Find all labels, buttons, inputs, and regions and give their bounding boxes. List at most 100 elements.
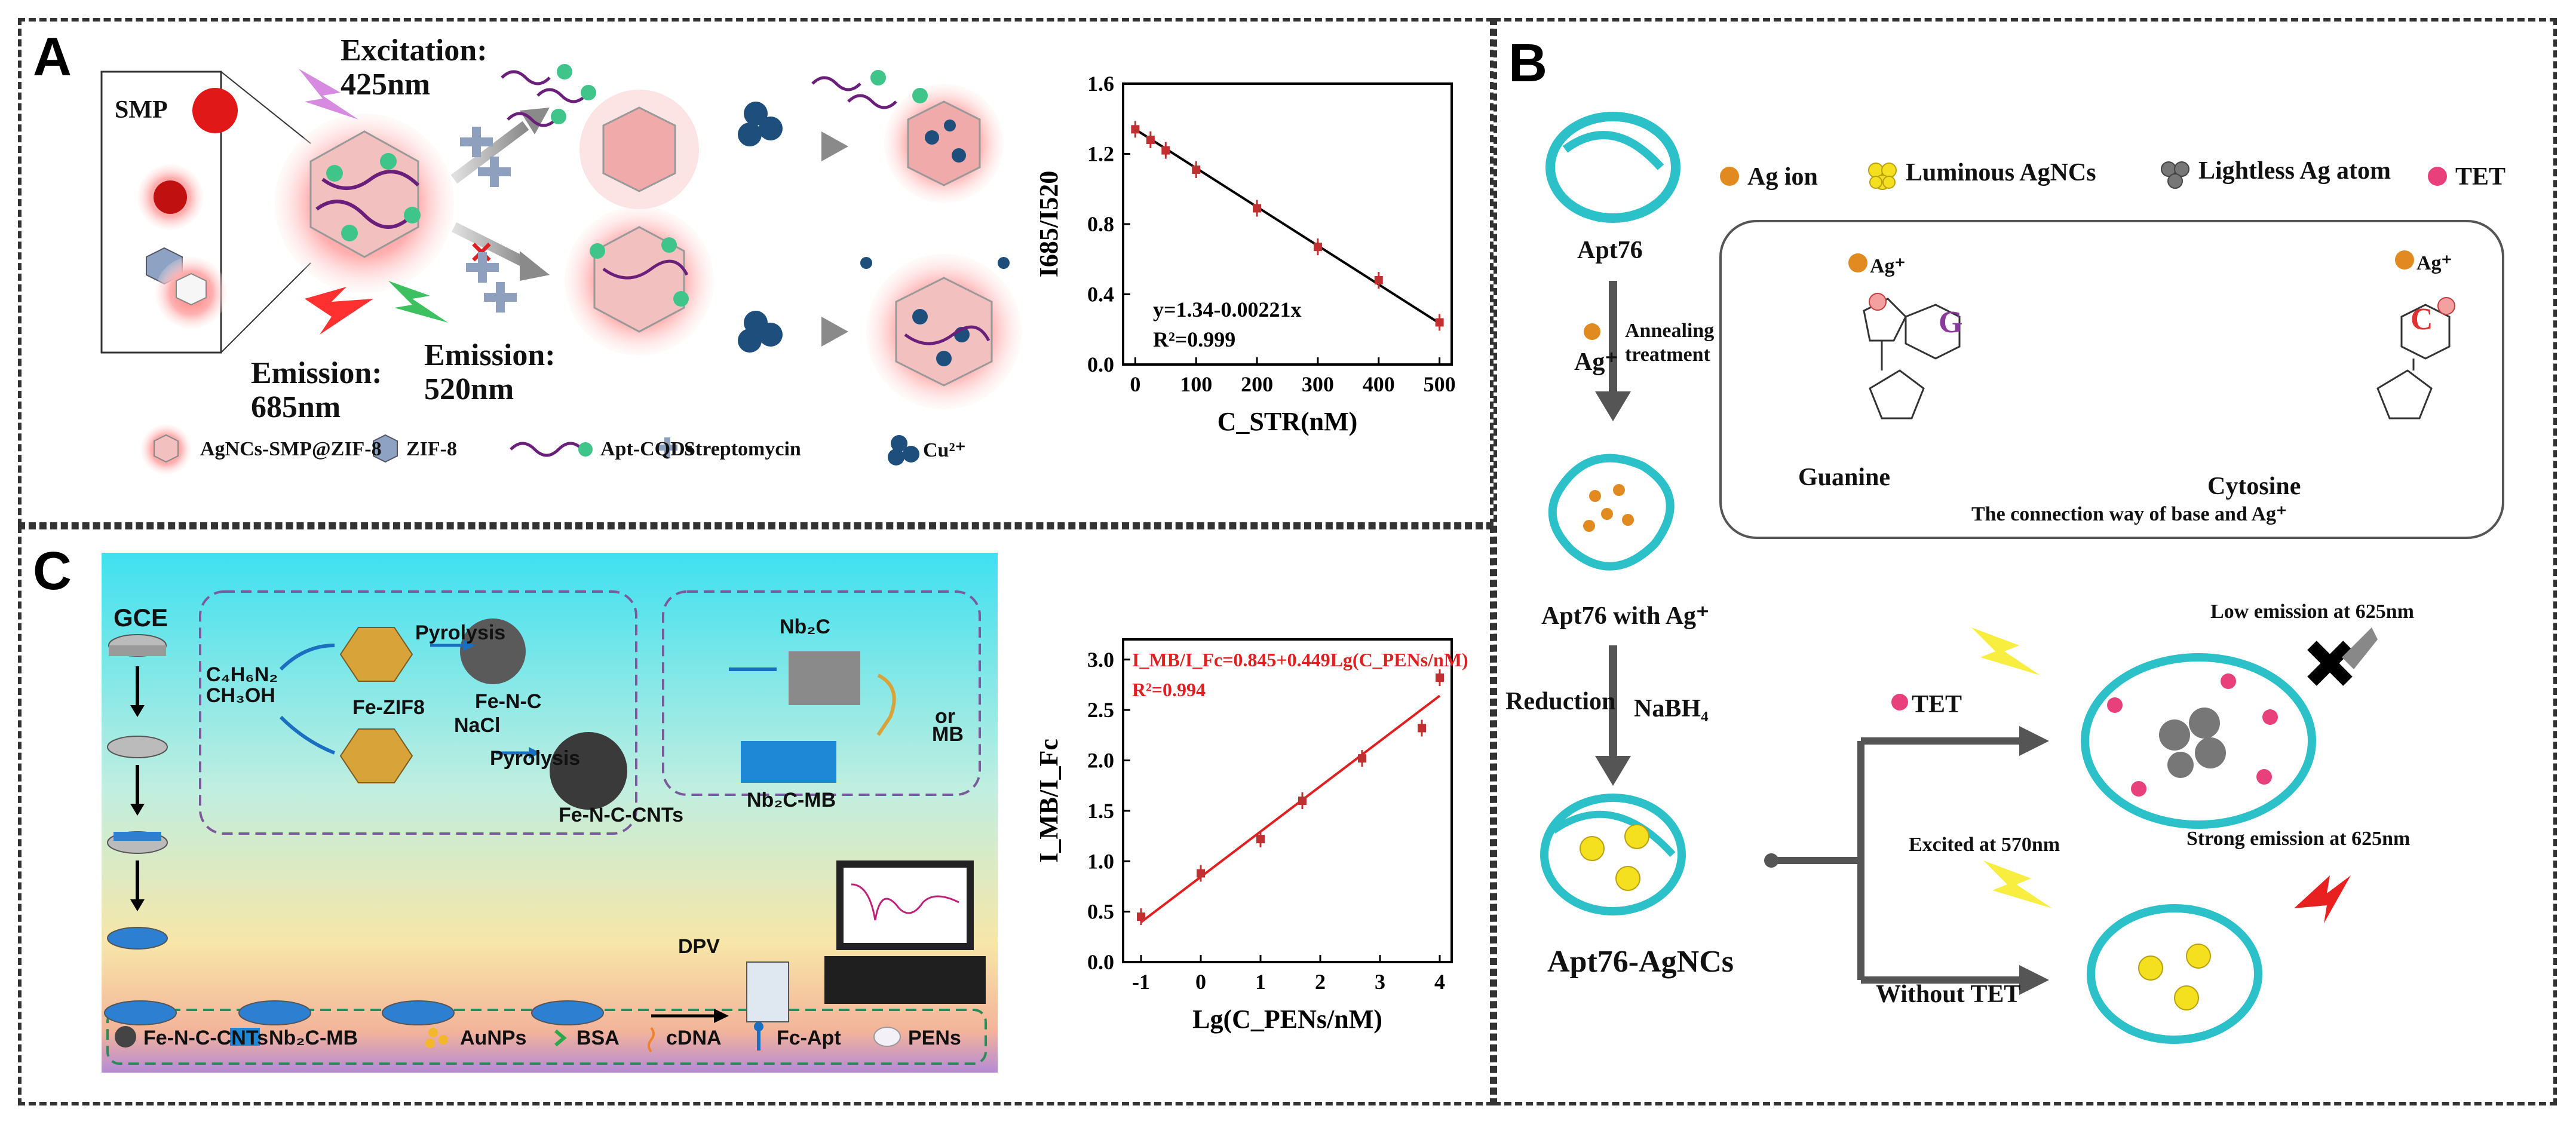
y-tick-label: 0.0 <box>1087 353 1114 376</box>
annealing-label-2: treatment <box>1625 344 1710 366</box>
without-tet-label: Without TET <box>1876 981 2021 1008</box>
fit-line <box>1134 128 1440 324</box>
y-tick-label: 1.0 <box>1087 849 1114 873</box>
y-tick-label: 1.6 <box>1087 72 1114 96</box>
legend-a-streptomycin: Streptomycin <box>684 438 801 460</box>
legend-c-fc-apt: Fc-Apt <box>777 1027 841 1049</box>
data-point <box>1435 318 1444 327</box>
panel-b-label: B <box>1508 33 1547 93</box>
data-point <box>1313 243 1322 252</box>
fe-zif8-label: Fe-ZIF8 <box>352 696 425 719</box>
legend-a-cu: Cu²⁺ <box>923 439 966 461</box>
x-tick-label: 0 <box>1130 372 1140 396</box>
reduction-label: Reduction <box>1505 688 1616 715</box>
legend-c-aunps: AuNPs <box>460 1027 527 1049</box>
excitation-label-2: 425nm <box>341 68 431 102</box>
chart-annotation: y=1.34-0.00221x <box>1153 298 1302 321</box>
data-point <box>1418 724 1426 733</box>
chart-annotation: I_MB/I_Fc=0.845+0.449Lg(C_PENs/nM) <box>1132 649 1468 670</box>
panel-a-label: A <box>33 27 72 87</box>
x-tick-label: -1 <box>1132 970 1150 994</box>
emission-520-label-2: 520nm <box>424 372 514 406</box>
panel-a-frame <box>18 18 1494 526</box>
legend-a-agncs: AgNCs-SMP@ZIF-8 <box>200 438 382 460</box>
panel-b-illustration <box>1540 112 2504 1044</box>
pyrolysis-label-2: Pyrolysis <box>490 747 581 770</box>
cytosine-label: Cytosine <box>2207 473 2301 500</box>
reagent1-label: C₄H₆N₂ <box>206 663 278 686</box>
x-tick-label: 3 <box>1375 970 1385 994</box>
smp-label: SMP <box>115 96 168 124</box>
legend-b-tet: TET <box>2455 163 2506 191</box>
ag-label-cytosine: Ag⁺ <box>2416 252 2452 274</box>
y-axis-label: I685/I520 <box>1034 171 1063 277</box>
apt76-agncs-label: Apt76-AgNCs <box>1547 945 1734 979</box>
data-point <box>1131 125 1140 134</box>
legend-b-lightless-ag: Lightless Ag atom <box>2198 157 2391 185</box>
legend-a-zif8: ZIF-8 <box>406 438 457 460</box>
fit-line <box>1140 694 1441 923</box>
low-emission-label: Low emission at 625nm <box>2210 601 2414 623</box>
guanine-label: Guanine <box>1798 464 1891 491</box>
mb-label: MB <box>932 723 964 746</box>
fe-n-c-label: Fe-N-C <box>475 690 542 713</box>
gce-label: GCE <box>114 604 168 632</box>
panel-c-label: C <box>33 541 72 601</box>
fe-n-c-cnts-label: Fe-N-C-CNTs <box>559 804 684 826</box>
y-tick-label: 0.0 <box>1087 950 1114 974</box>
y-tick-label: 3.0 <box>1087 648 1114 672</box>
legend-c-pens: PENs <box>908 1027 961 1049</box>
x-tick-label: 400 <box>1363 372 1395 396</box>
legend-c-fe-n-c-cnts: Fe-N-C-CNTs <box>143 1027 269 1049</box>
base-g-label: G <box>1939 305 1963 339</box>
emission-685-label-1: Emission: <box>251 356 382 390</box>
x-tick-label: 200 <box>1241 372 1273 396</box>
nb2c-label: Nb₂C <box>780 615 830 638</box>
plot-frame <box>1122 82 1453 366</box>
excited-label: Excited at 570nm <box>1909 834 2060 856</box>
x-axis-label: C_STR(nM) <box>1218 407 1358 436</box>
y-tick-label: 2.5 <box>1087 698 1114 722</box>
excitation-label-1: Excitation: <box>341 33 487 68</box>
legend-b-luminous-agncs: Luminous AgNCs <box>1906 159 2096 186</box>
data-point <box>1137 912 1145 921</box>
x-tick-label: 1 <box>1255 970 1266 994</box>
apt76-with-ag-label: Apt76 with Ag⁺ <box>1541 602 1710 630</box>
x-tick-label: 0 <box>1195 970 1206 994</box>
legend-c-nb2c-mb: Nb₂C-MB <box>269 1027 358 1049</box>
x-tick-label: 100 <box>1180 372 1212 396</box>
connection-caption: The connection way of base and Ag⁺ <box>1971 503 2287 525</box>
panel-a-illustration: ✕ <box>100 64 1022 474</box>
pyrolysis-label-1: Pyrolysis <box>415 621 506 644</box>
data-point <box>1256 835 1265 844</box>
data-point <box>1298 797 1307 805</box>
x-tick-label: 500 <box>1424 372 1456 396</box>
nacl-label: NaCl <box>454 714 501 737</box>
emission-520-label-1: Emission: <box>424 338 556 372</box>
x-tick-label: 300 <box>1302 372 1334 396</box>
or-label: or <box>935 705 955 728</box>
emission-685-label-2: 685nm <box>251 390 341 424</box>
data-point <box>1197 869 1205 878</box>
reagent2-label: CH₃OH <box>206 684 275 707</box>
dpv-label: DPV <box>678 935 720 958</box>
data-point <box>1374 276 1383 284</box>
x-axis-label: Lg(C_PENs/nM) <box>1192 1004 1382 1034</box>
plot-frame <box>1122 638 1453 963</box>
y-tick-label: 0.5 <box>1087 900 1114 924</box>
legend-a-apt-cqds: Apt-CQDs <box>600 438 693 460</box>
data-point <box>1161 146 1170 155</box>
ag-label-guanine: Ag⁺ <box>1870 255 1906 277</box>
data-point <box>1253 204 1262 213</box>
data-point <box>1146 136 1155 144</box>
legend-c-bsa: BSA <box>576 1027 620 1049</box>
annealing-label-1: Annealing <box>1625 320 1715 342</box>
panel-c-illustration <box>102 553 998 1073</box>
y-tick-label: 1.5 <box>1087 799 1114 823</box>
chart-annotation: R²=0.994 <box>1132 679 1206 700</box>
y-tick-label: 2.0 <box>1087 749 1114 773</box>
y-tick-label: 1.2 <box>1087 142 1114 166</box>
y-axis-label: I_MB/I_Fc <box>1034 739 1063 863</box>
base-c-label: C <box>2411 302 2433 336</box>
